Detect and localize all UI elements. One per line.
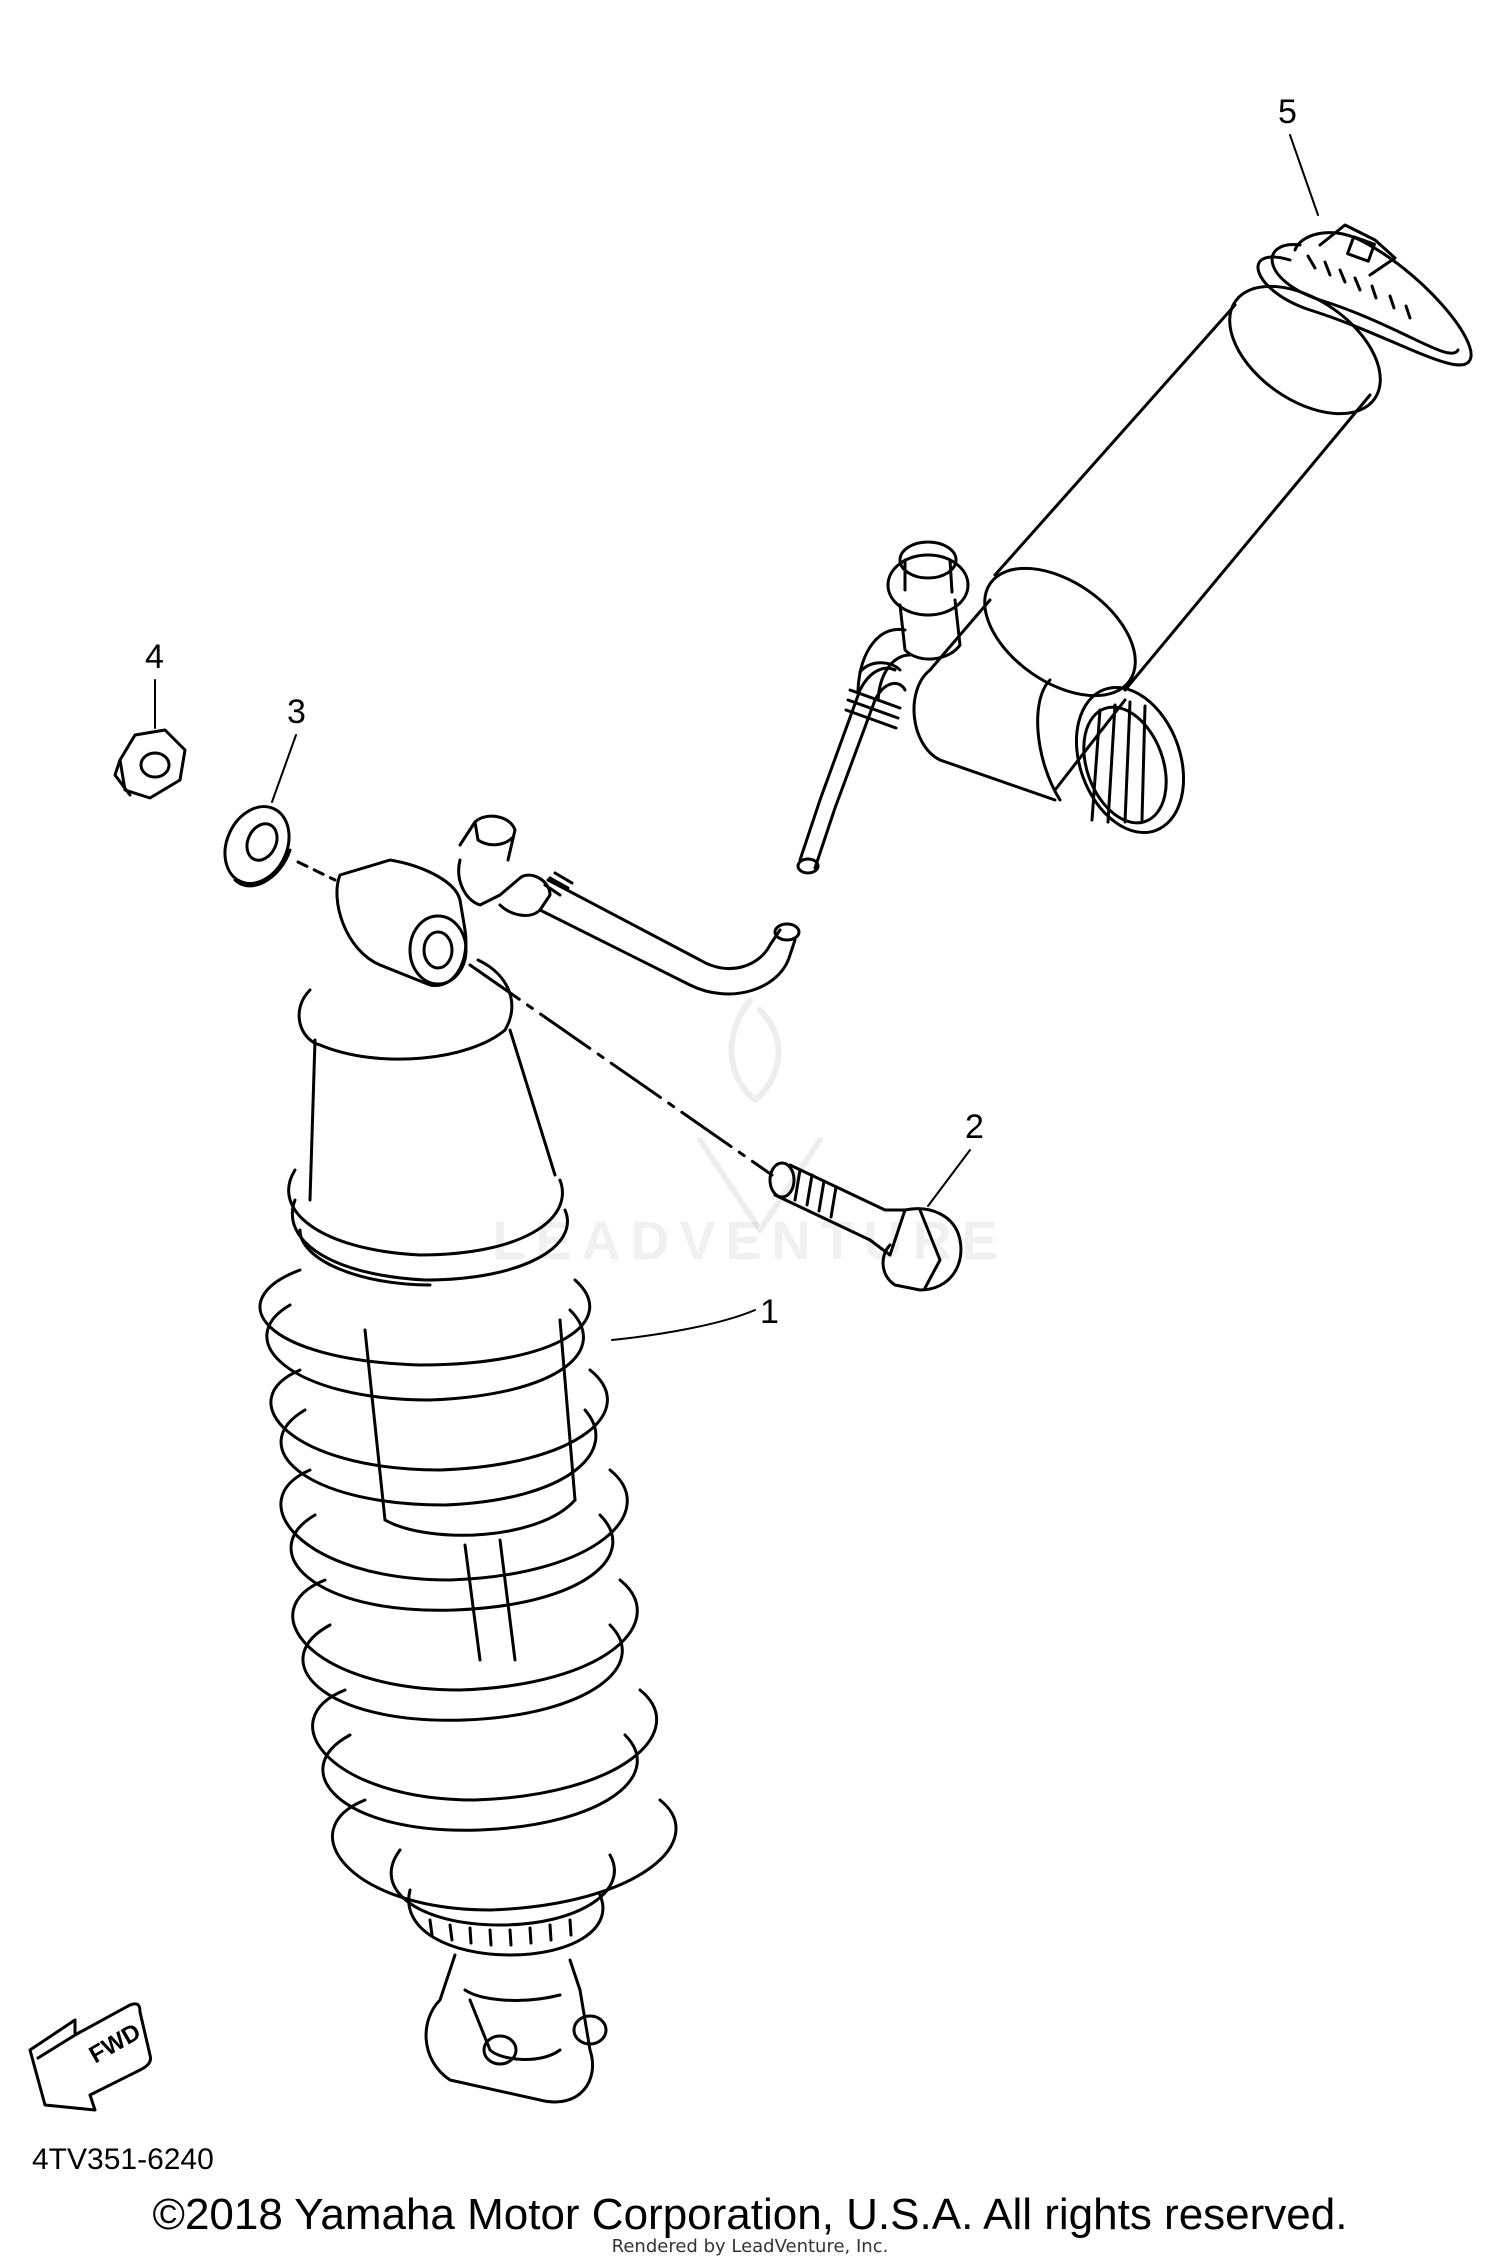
leader-line-5 xyxy=(1289,134,1319,216)
callout-3: 3 xyxy=(287,693,306,731)
callout-4: 4 xyxy=(145,638,164,676)
reservoir-hose xyxy=(457,661,907,996)
nut xyxy=(113,728,187,800)
assembly-axis-line-2 xyxy=(468,963,774,1177)
watermark-logo xyxy=(697,997,823,1233)
shock-absorber xyxy=(258,858,678,2104)
washer xyxy=(223,805,292,888)
diagram-code: 4TV351-6240 xyxy=(32,2143,214,2176)
copyright-text: ©2018 Yamaha Motor Corporation, U.S.A. A… xyxy=(152,2190,1348,2239)
reservoir xyxy=(856,223,1473,835)
leader-line-3 xyxy=(271,734,297,803)
fwd-arrow-icon xyxy=(28,2002,152,2112)
watermark-text: LEADVENTURE xyxy=(492,1211,1008,1271)
callout-1: 1 xyxy=(760,1293,779,1331)
leader-line-2 xyxy=(927,1149,971,1207)
callout-2: 2 xyxy=(965,1108,984,1146)
assembly-axis-line xyxy=(296,860,337,882)
rendered-by-text: Rendered by LeadVenture, Inc. xyxy=(611,2236,889,2257)
callout-5: 5 xyxy=(1278,93,1297,131)
leader-line-1 xyxy=(611,1309,756,1341)
bolt xyxy=(768,1161,963,1292)
